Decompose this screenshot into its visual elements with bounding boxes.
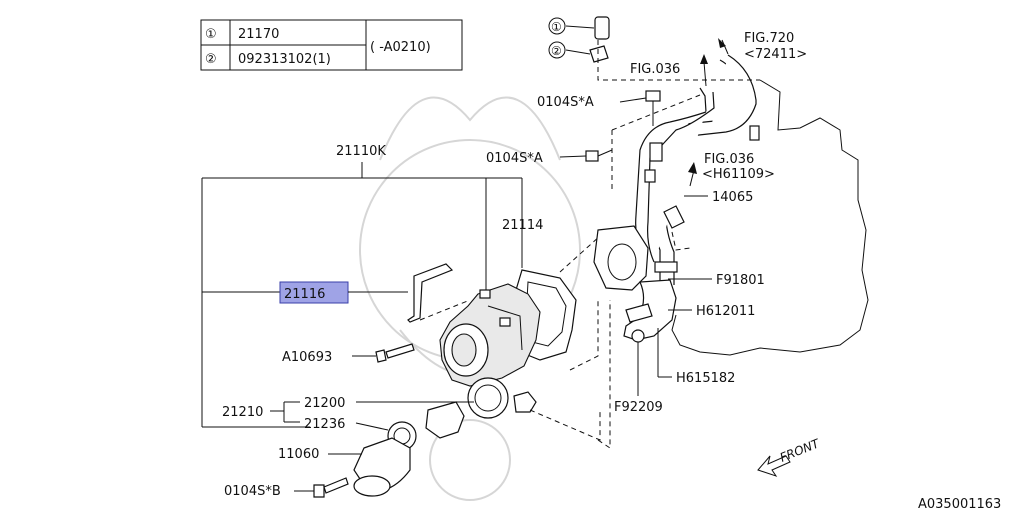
fig720-sub-label: <72411>	[744, 47, 807, 62]
part-21236-label[interactable]: 21236	[304, 417, 345, 432]
thermostat-parts	[353, 377, 601, 497]
part-11060-label[interactable]: 11060	[278, 447, 319, 462]
bracket-21116: 21116	[279, 263, 471, 323]
bracket-14065: 14065	[663, 190, 753, 251]
callout-1-mark: ①	[551, 20, 562, 34]
fig036-top-label[interactable]: FIG.036	[630, 62, 680, 77]
table-row-1-num: ①	[205, 27, 217, 42]
table-row-1-part[interactable]: 21170	[238, 27, 279, 42]
bolt-b-label[interactable]: 0104S*B	[224, 484, 281, 499]
fig036-mid-label[interactable]: FIG.036	[704, 152, 754, 167]
front-label: FRONT	[778, 436, 823, 465]
front-indicator: FRONT	[757, 436, 823, 477]
engine-block	[671, 79, 869, 356]
table-range: ( -A0210)	[370, 40, 431, 55]
fig036-mid-sub-label: <H61109>	[702, 167, 775, 182]
part-21110k-label[interactable]: 21110K	[336, 144, 386, 159]
housing-plate	[593, 225, 649, 291]
callout-2-mark: ②	[551, 44, 562, 58]
upper-hoses	[635, 54, 760, 285]
part-h612011-label[interactable]: H612011	[696, 304, 755, 319]
lower-left-labels: 21210 21200 21236 11060 0104S*B	[222, 396, 474, 499]
part-14065-label[interactable]: 14065	[712, 190, 753, 205]
parts-table: ① 21170 ② 092313102(1) ( -A0210)	[200, 19, 463, 71]
part-21200-label[interactable]: 21200	[304, 396, 345, 411]
water-pump	[439, 283, 541, 387]
part-h615182-label[interactable]: H615182	[676, 371, 735, 386]
table-row-2-part[interactable]: 092313102(1)	[238, 52, 331, 67]
bolt-a-mid-label[interactable]: 0104S*A	[486, 151, 543, 166]
part-f91801-label[interactable]: F91801	[716, 273, 765, 288]
bolt-a10693: A10693	[282, 343, 415, 365]
table-row-2-num: ②	[205, 52, 217, 67]
assembly-bracket: 21110K	[201, 144, 523, 428]
part-a10693-label[interactable]: A10693	[282, 350, 332, 365]
part-21210-label[interactable]: 21210	[222, 405, 263, 420]
bolt-a-top-label[interactable]: 0104S*A	[537, 95, 594, 110]
right-labels: F91801 H612011 H615182 F92209	[614, 273, 765, 415]
diagram-id: A035001163	[918, 497, 1001, 512]
fig720-label[interactable]: FIG.720	[744, 31, 794, 46]
part-21116-label[interactable]: 21116	[284, 287, 325, 302]
part-21114-label[interactable]: 21114	[502, 218, 543, 233]
lower-hoses	[623, 279, 677, 343]
part-f92209-label[interactable]: F92209	[614, 400, 663, 415]
figure-references: FIG.720 <72411> FIG.036 FIG.036 <H61109>	[630, 31, 807, 187]
bolts-a: 0104S*A 0104S*A	[486, 90, 701, 166]
